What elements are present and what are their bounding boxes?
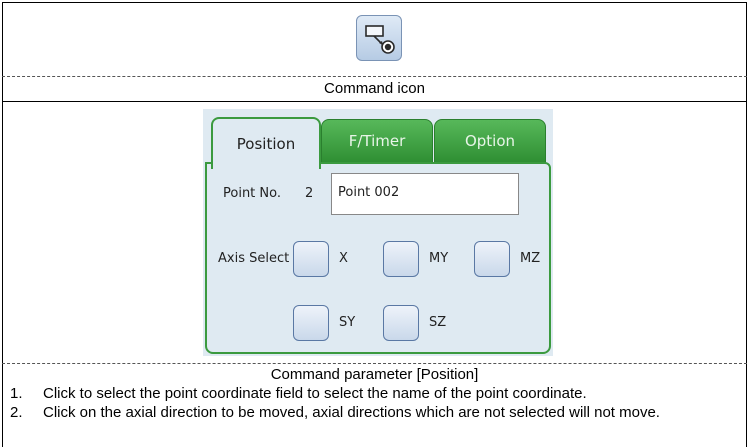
point-no-label: Point No.: [223, 186, 281, 201]
axis-my-checkbox[interactable]: [383, 241, 419, 277]
axis-x-checkbox[interactable]: [293, 241, 329, 277]
axis-x-label: X: [339, 251, 348, 266]
note-text: Click on the axial direction to be moved…: [43, 404, 660, 421]
position-tab-content: Point No. 2 Point 002 Axis Select X MY M…: [205, 162, 551, 354]
move-point-icon-graphic: [365, 25, 395, 54]
axis-sz-label: SZ: [429, 315, 447, 330]
tab-option[interactable]: Option: [434, 119, 546, 163]
axis-sy-checkbox[interactable]: [293, 305, 329, 341]
point-no-value: 2: [305, 186, 314, 201]
list-item: 2. Click on the axial direction to be mo…: [8, 403, 743, 422]
note-text: Click to select the point coordinate fie…: [43, 385, 587, 402]
divider-solid: [2, 101, 747, 102]
tab-f-timer[interactable]: F/Timer: [321, 119, 433, 163]
list-item: 1. Click to select the point coordinate …: [8, 384, 743, 403]
axis-mz-label: MZ: [520, 251, 541, 266]
command-icon-caption: Command icon: [324, 80, 425, 97]
axis-sy-label: SY: [339, 315, 356, 330]
command-parameter-panel: Position F/Timer Option Point No. 2 Poin…: [203, 109, 553, 356]
divider-dotted: [2, 363, 747, 364]
notes-list: 1. Click to select the point coordinate …: [8, 384, 743, 422]
move-point-command-icon: [356, 15, 402, 61]
note-number: 1.: [10, 385, 23, 402]
point-name-field[interactable]: Point 002: [331, 173, 519, 215]
command-parameter-caption: Command parameter [Position]: [270, 366, 479, 383]
tab-position[interactable]: Position: [211, 117, 321, 169]
axis-select-label: Axis Select: [218, 251, 290, 266]
note-number: 2.: [10, 404, 23, 421]
axis-my-label: MY: [429, 251, 449, 266]
axis-mz-checkbox[interactable]: [474, 241, 510, 277]
divider-dotted: [2, 76, 747, 77]
axis-sz-checkbox[interactable]: [383, 305, 419, 341]
